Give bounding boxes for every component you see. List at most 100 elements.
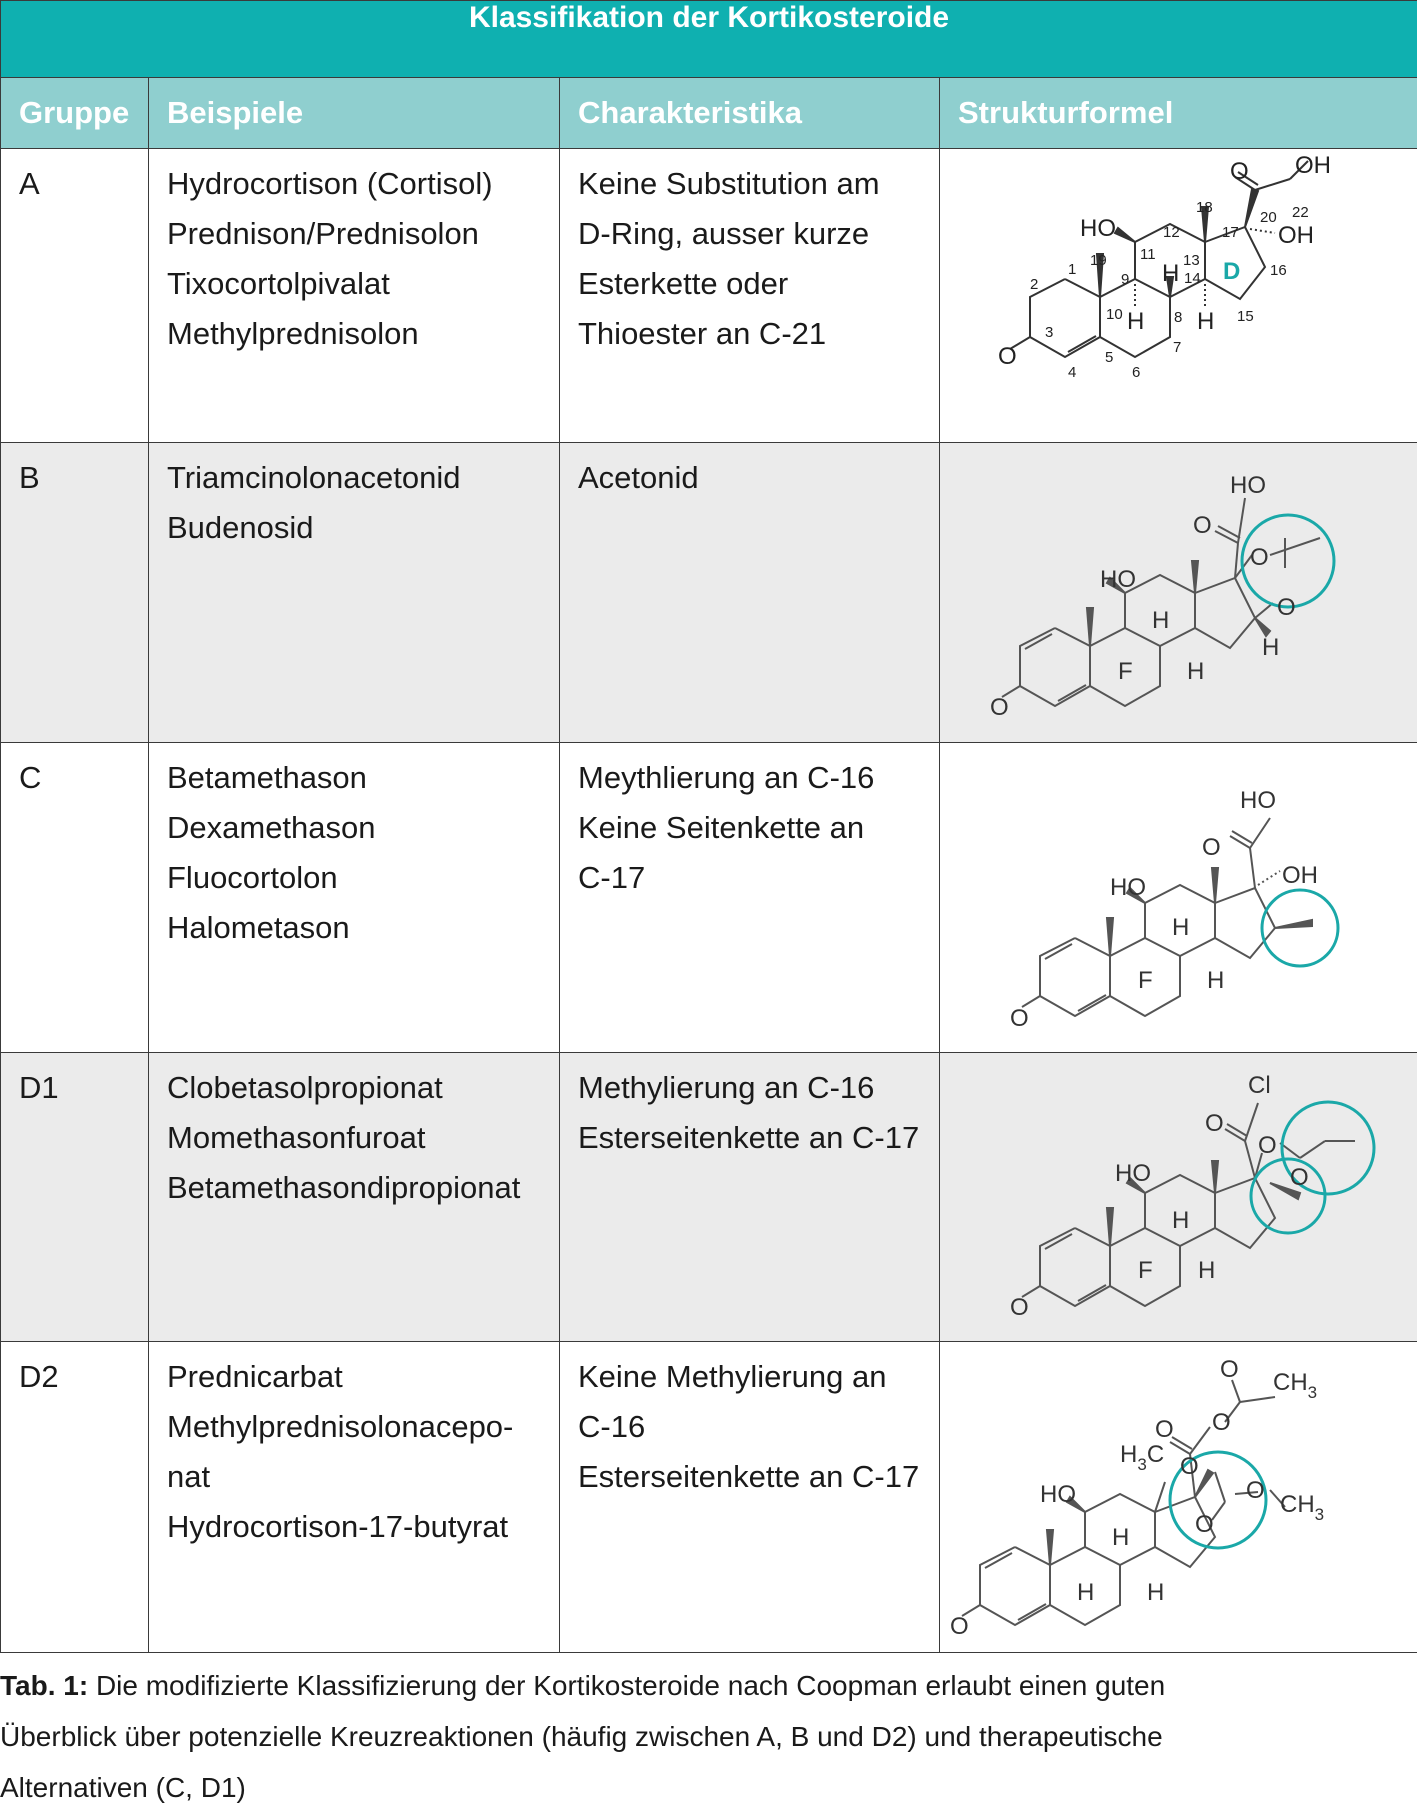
- characteristics-cell: Meythlierung an C-16 Keine Seitenkette a…: [559, 742, 940, 1053]
- keto-oxygen-label: O: [1230, 158, 1249, 185]
- group-label: D2: [19, 1359, 59, 1394]
- caption-line: Die modifizierte Klassifizierung der Kor…: [95, 1670, 1166, 1701]
- fluorine-label: F: [1138, 967, 1153, 994]
- example-item: Hydrocortison-17-butyrat: [167, 1509, 509, 1544]
- ho-label: HO: [1115, 1160, 1151, 1187]
- example-item: Methylprednisolon: [167, 316, 419, 351]
- example-item: Clobetasolpropionat: [167, 1070, 443, 1105]
- examples-cell: Triamcinolonacetonid Budenosid: [148, 442, 560, 743]
- h-label: H: [1147, 1579, 1164, 1606]
- atom-number: 16: [1270, 262, 1287, 279]
- keto-oxygen-label: O: [1202, 834, 1221, 861]
- example-item: Hydrocortison (Cortisol): [167, 166, 493, 201]
- keto-oxygen-label: O: [1193, 512, 1212, 539]
- fluorine-label: F: [1138, 1257, 1153, 1284]
- example-item: Betamethason: [167, 760, 367, 795]
- atom-number: 8: [1174, 309, 1182, 326]
- h-label: H: [1187, 658, 1204, 685]
- atom-number: 5: [1105, 349, 1113, 366]
- structure-formula-b: HO O O O HO H F H H O: [990, 472, 1336, 721]
- oxygen-3-label: O: [990, 694, 1009, 721]
- ho-label: HO: [1230, 472, 1266, 499]
- example-item: Budenosid: [167, 510, 314, 545]
- structure-cell: HO O O O HO H F H H O: [939, 442, 1417, 743]
- oxygen-label: O: [1277, 594, 1296, 621]
- caption-label: Tab. 1:: [0, 1670, 89, 1701]
- header-characteristics: Charakteristika: [559, 77, 940, 149]
- atom-number: 13: [1183, 252, 1200, 269]
- example-item: Fluocortolon: [167, 860, 338, 895]
- group-cell: A: [0, 148, 149, 443]
- example-item: Halometason: [167, 910, 350, 945]
- atom-number: 15: [1237, 308, 1254, 325]
- fluorine-label: F: [1118, 658, 1133, 685]
- characteristic-line: C-17: [578, 860, 646, 895]
- example-item: Triamcinolonacetonid: [167, 460, 461, 495]
- table-caption: Tab. 1: Die modifizierte Klassifizierung…: [0, 1660, 1410, 1813]
- keto-oxygen-label: O: [1205, 1110, 1224, 1137]
- structure-cell: HO O OH HO H F H O: [939, 742, 1417, 1053]
- characteristics-cell: Keine Methylierung an C-16 Esterseitenke…: [559, 1341, 940, 1653]
- oxygen-label: O: [1250, 544, 1269, 571]
- structure-formula-a: HO O OH OH O H H H D 1 2 3 4 5 6: [998, 152, 1331, 381]
- keto-oxygen-label: O: [1155, 1416, 1174, 1443]
- h-label: H: [1077, 1579, 1094, 1606]
- structure-formula-d1: Cl O O O HO H F H O: [1010, 1072, 1376, 1321]
- oxygen-label: O: [1246, 1477, 1265, 1504]
- oxygen-label: O: [1220, 1356, 1239, 1383]
- group-cell: C: [0, 742, 149, 1053]
- caption-line: Überblick über potenzielle Kreuzreaktion…: [0, 1721, 1163, 1752]
- examples-cell: Clobetasolpropionat Momethasonfuroat Bet…: [148, 1052, 560, 1342]
- h-label: H: [1172, 914, 1189, 941]
- structure-formula-d2: O CH3 O O H3C O O O CH3 HO H H H O: [950, 1356, 1324, 1640]
- ho-label: HO: [1080, 215, 1116, 242]
- atom-number: 19: [1090, 252, 1107, 269]
- atom-number: 1: [1068, 261, 1076, 278]
- atom-number: 17: [1222, 224, 1239, 241]
- characteristic-line: Esterseitenkette an C-17: [578, 1120, 920, 1155]
- oh-label: OH: [1295, 152, 1331, 179]
- ring-d-label: D: [1223, 258, 1240, 285]
- characteristic-line: D-Ring, ausser kurze: [578, 216, 870, 251]
- ho-label: HO: [1100, 566, 1136, 593]
- characteristic-line: Thioester an C-21: [578, 316, 827, 351]
- structure-cell: Cl O O O HO H F H O: [939, 1052, 1417, 1342]
- characteristic-line: Keine Methylierung an: [578, 1359, 887, 1394]
- header-examples: Beispiele: [148, 77, 560, 149]
- h-label: H: [1162, 260, 1179, 287]
- linker-oxygen-label: O: [1212, 1409, 1231, 1436]
- h-label: H: [1152, 607, 1169, 634]
- structure-formula-c: HO O OH HO H F H O: [1010, 787, 1340, 1032]
- ho-label: HO: [1110, 874, 1146, 901]
- oxygen-3-label: O: [998, 343, 1017, 370]
- characteristics-cell: Keine Substitution am D-Ring, ausser kur…: [559, 148, 940, 443]
- group-label: A: [19, 166, 40, 201]
- atom-number: 7: [1173, 339, 1181, 356]
- ester-oxygen-label: O: [1258, 1132, 1277, 1159]
- examples-cell: Prednicarbat Methylprednisolonacepo- nat…: [148, 1341, 560, 1653]
- example-item: Prednicarbat: [167, 1359, 343, 1394]
- ho-label: HO: [1040, 1481, 1076, 1508]
- oxygen-3-label: O: [1010, 1294, 1029, 1321]
- atom-number: 2: [1030, 276, 1038, 293]
- table-row: A Hydrocortison (Cortisol) Prednison/Pre…: [0, 148, 1417, 443]
- chlorine-label: Cl: [1248, 1072, 1271, 1099]
- classification-table: Klassifikation der Kortikosteroide Grupp…: [0, 0, 1417, 1653]
- h-label: H: [1112, 1524, 1129, 1551]
- header-structure: Strukturformel: [939, 77, 1417, 149]
- carbonyl-oxygen-label: O: [1195, 1511, 1214, 1538]
- characteristic-line: Esterkette oder: [578, 266, 789, 301]
- characteristic-line: Meythlierung an C-16: [578, 760, 875, 795]
- atom-number: 20: [1260, 209, 1277, 226]
- example-item: Betamethasondipropionat: [167, 1170, 521, 1205]
- atom-number: 3: [1045, 324, 1053, 341]
- examples-cell: Hydrocortison (Cortisol) Prednison/Predn…: [148, 148, 560, 443]
- characteristic-line: C-16: [578, 1409, 646, 1444]
- atom-number: 4: [1068, 364, 1076, 381]
- table-row: D2 Prednicarbat Methylprednisolonacepo- …: [0, 1341, 1417, 1653]
- h3c-label: H3C: [1120, 1441, 1164, 1474]
- ho-label: HO: [1240, 787, 1276, 814]
- h-label: H: [1198, 1257, 1215, 1284]
- oxygen-17-label: O: [1180, 1453, 1199, 1480]
- h-label: H: [1172, 1207, 1189, 1234]
